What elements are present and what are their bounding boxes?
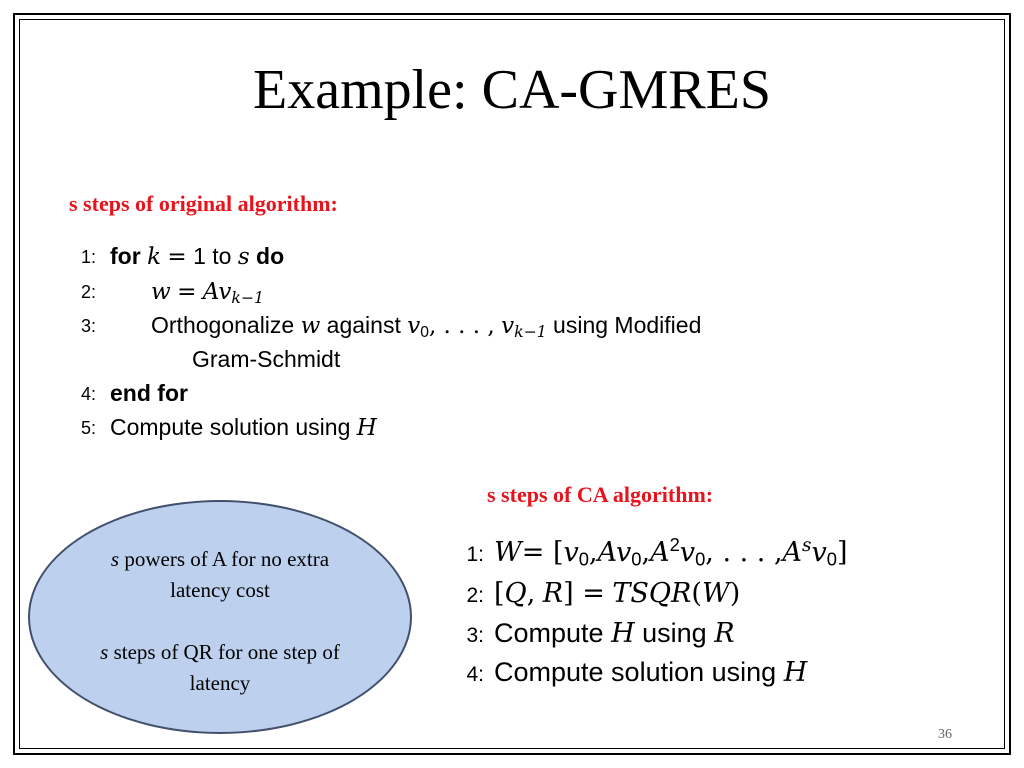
expr-av: Av bbox=[597, 537, 632, 568]
slide-border-inner bbox=[19, 19, 1005, 749]
line-number: 1: bbox=[466, 543, 484, 566]
var-a: A bbox=[650, 537, 670, 568]
var-s: s bbox=[110, 547, 120, 571]
var-h: H bbox=[356, 415, 377, 441]
expr-av: Av bbox=[202, 279, 232, 305]
comma: , bbox=[641, 537, 651, 568]
keyword-for: for bbox=[110, 243, 141, 269]
line-number: 4: bbox=[80, 384, 96, 404]
orthogonalize-text: Orthogonalize bbox=[151, 312, 295, 338]
var-w: w bbox=[300, 313, 321, 339]
func-tsqr: TSQR bbox=[612, 578, 692, 609]
equals-sign: = bbox=[167, 244, 187, 270]
keyword-end-for: end for bbox=[110, 380, 188, 406]
using-modified-text: using Modified bbox=[553, 312, 702, 338]
callout-text-2: latency cost bbox=[170, 578, 270, 602]
var-v: v bbox=[563, 537, 579, 568]
subscript: 0 bbox=[695, 548, 706, 570]
var-W: W bbox=[494, 537, 522, 568]
close-bracket: ] bbox=[836, 537, 848, 568]
var-v: v bbox=[679, 537, 696, 568]
original-algorithm-heading: s steps of original algorithm: bbox=[69, 191, 338, 216]
callout-text-1: s powers of A for no extra bbox=[45, 544, 395, 575]
subscript: 0 bbox=[826, 548, 837, 570]
page-number: 36 bbox=[938, 727, 952, 742]
close-equals: ] = bbox=[563, 578, 605, 609]
against-text: against bbox=[326, 312, 401, 338]
slide-title: Example: CA-GMRES bbox=[253, 59, 771, 121]
range-text: 1 to bbox=[193, 243, 232, 269]
gram-schmidt-text: Gram-Schmidt bbox=[192, 346, 341, 372]
line-number: 4: bbox=[466, 663, 484, 686]
callout-text: steps of QR for one step of bbox=[108, 640, 340, 664]
var-h: H bbox=[783, 657, 808, 688]
subscript: 0 bbox=[420, 323, 429, 341]
callout-ellipse bbox=[28, 500, 412, 734]
superscript: 2 bbox=[669, 533, 680, 555]
callout-text-4: latency bbox=[189, 671, 251, 695]
equals-bracket: = [ bbox=[521, 537, 564, 568]
var-s: s bbox=[100, 640, 109, 664]
line-number: 1: bbox=[80, 247, 96, 267]
compute-solution-text: Compute solution using bbox=[110, 414, 351, 440]
close-paren: ) bbox=[729, 578, 741, 609]
line-number: 2: bbox=[466, 584, 484, 607]
line-number: 3: bbox=[80, 316, 96, 336]
subscript: k−1 bbox=[514, 321, 547, 341]
compute-text: Compute bbox=[494, 618, 604, 648]
var-r: R bbox=[714, 618, 735, 649]
open-paren: ( bbox=[691, 578, 702, 609]
slide-border-outer bbox=[13, 13, 1011, 755]
var-v: v bbox=[811, 537, 827, 568]
comma: , bbox=[526, 578, 536, 609]
line-number: 3: bbox=[466, 624, 484, 647]
var-W: W bbox=[701, 578, 730, 609]
var-k: k bbox=[147, 244, 161, 270]
var-s: s bbox=[237, 244, 250, 270]
comma: , bbox=[589, 537, 598, 568]
var-r: R bbox=[542, 578, 564, 609]
using-text: using bbox=[642, 618, 707, 648]
callout-text-3: s steps of QR for one step of bbox=[45, 637, 395, 668]
ellipsis: , . . . , bbox=[428, 313, 495, 339]
var-v: v bbox=[407, 313, 421, 339]
subscript: 0 bbox=[631, 548, 642, 570]
var-w: w bbox=[151, 279, 171, 305]
equals-sign: = bbox=[177, 279, 197, 305]
var-h: H bbox=[611, 618, 635, 649]
subscript: 0 bbox=[578, 548, 589, 570]
var-q: Q bbox=[504, 578, 527, 609]
line-number: 2: bbox=[80, 282, 96, 302]
callout-text: powers of A for no extra bbox=[119, 547, 330, 571]
keyword-do: do bbox=[256, 243, 285, 269]
line-number: 5: bbox=[80, 418, 96, 438]
open-bracket: [ bbox=[494, 578, 505, 609]
var-v: v bbox=[501, 313, 515, 339]
ellipsis: , . . . , bbox=[705, 537, 783, 568]
var-a: A bbox=[782, 537, 803, 568]
subscript: k−1 bbox=[231, 287, 264, 307]
superscript: s bbox=[802, 534, 812, 556]
compute-solution-text: Compute solution using bbox=[494, 657, 777, 687]
ca-algorithm-heading: s steps of CA algorithm: bbox=[487, 482, 714, 507]
